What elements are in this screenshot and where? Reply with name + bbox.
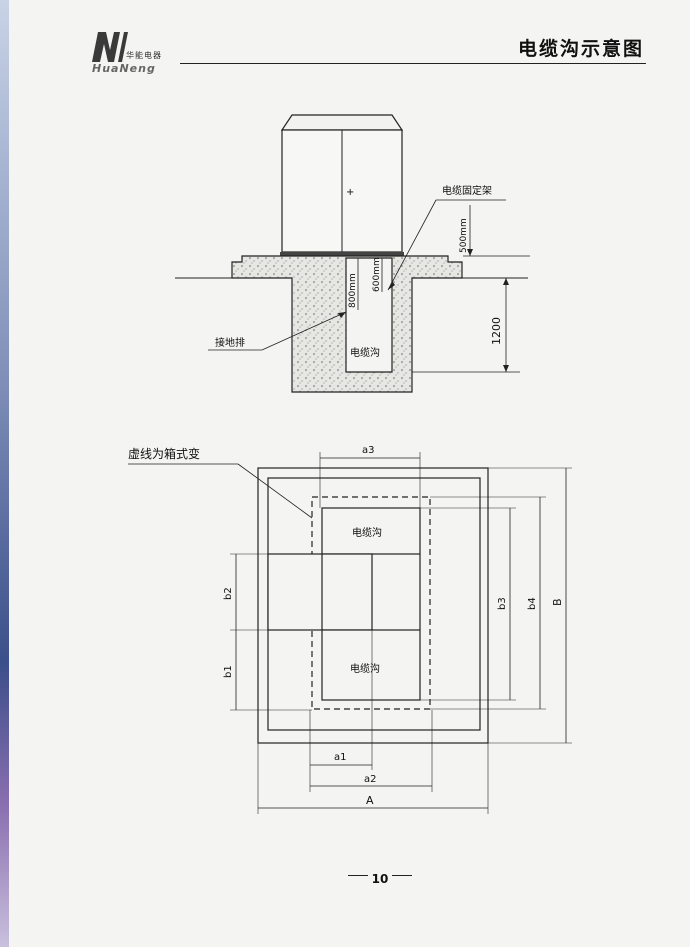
trench-lower-label: 电缆沟 — [350, 662, 380, 675]
dim-1200-line — [412, 278, 520, 373]
dim-b1-label: b1 — [223, 665, 234, 678]
trench-section-label: 电缆沟 — [350, 346, 380, 359]
ground-bar-label: 接地排 — [215, 336, 245, 349]
dim-B-label: B — [551, 598, 564, 606]
dim-a2-label: a2 — [364, 774, 377, 785]
cable-bracket-leader — [387, 199, 506, 291]
dim-600-label: 600mm — [372, 257, 382, 292]
dim-a1-line — [309, 630, 373, 792]
concrete-foundation — [231, 255, 463, 393]
svg-text:+: + — [346, 187, 354, 198]
outer-foundation-rect — [257, 467, 489, 744]
cable-trench-plan-drawing: 虚线为箱式变 电缆沟 电缆沟 a3 a1 — [128, 445, 572, 814]
dim-1200-label: 1200 — [490, 317, 503, 345]
dim-500-label: 500mm — [459, 218, 469, 253]
trench-middle-block — [267, 553, 373, 631]
dim-A-label: A — [366, 794, 374, 807]
dim-A-line — [257, 743, 489, 814]
page-number-rule-left — [348, 875, 368, 876]
dim-B-line — [488, 467, 572, 744]
dim-b4-line — [430, 496, 546, 710]
page-edge-shadow — [0, 0, 9, 947]
ground-bar-leader — [208, 311, 347, 351]
huaneng-logo-icon — [92, 32, 128, 62]
trench-upper-label: 电缆沟 — [352, 526, 382, 539]
header-rule — [180, 63, 646, 64]
dashed-note-leader — [128, 463, 313, 519]
dim-b1-line — [230, 630, 312, 711]
dim-a3-label: a3 — [362, 445, 375, 456]
dim-b4-label: b4 — [527, 597, 538, 610]
dim-a3-line — [319, 452, 421, 508]
cable-trench-section-drawing: + 电缆固定架 500mm 600mm — [175, 114, 530, 393]
dim-500-line — [463, 205, 530, 257]
page-number: 10 — [371, 872, 389, 886]
dim-a2-line — [310, 710, 433, 792]
logo-english-name: HuaNeng — [92, 62, 156, 75]
dim-b2-line — [230, 553, 322, 631]
dim-a1-label: a1 — [334, 752, 347, 763]
trench-lower-rect — [321, 629, 421, 701]
dim-800-label: 800mm — [348, 273, 358, 308]
dim-b3-label: b3 — [497, 597, 508, 610]
logo-chinese-name: 华能电器 — [126, 51, 162, 60]
page-number-rule-right — [392, 875, 412, 876]
dashed-line-note: 虚线为箱式变 — [128, 446, 200, 461]
page-number-wrap: 10 — [340, 868, 420, 887]
cable-bracket-label: 电缆固定架 — [442, 184, 492, 197]
box-transformer-elevation: + — [280, 114, 404, 257]
dim-b3-line — [420, 507, 516, 701]
dim-b2-label: b2 — [223, 587, 234, 600]
page-title: 电缆沟示意图 — [517, 38, 644, 60]
